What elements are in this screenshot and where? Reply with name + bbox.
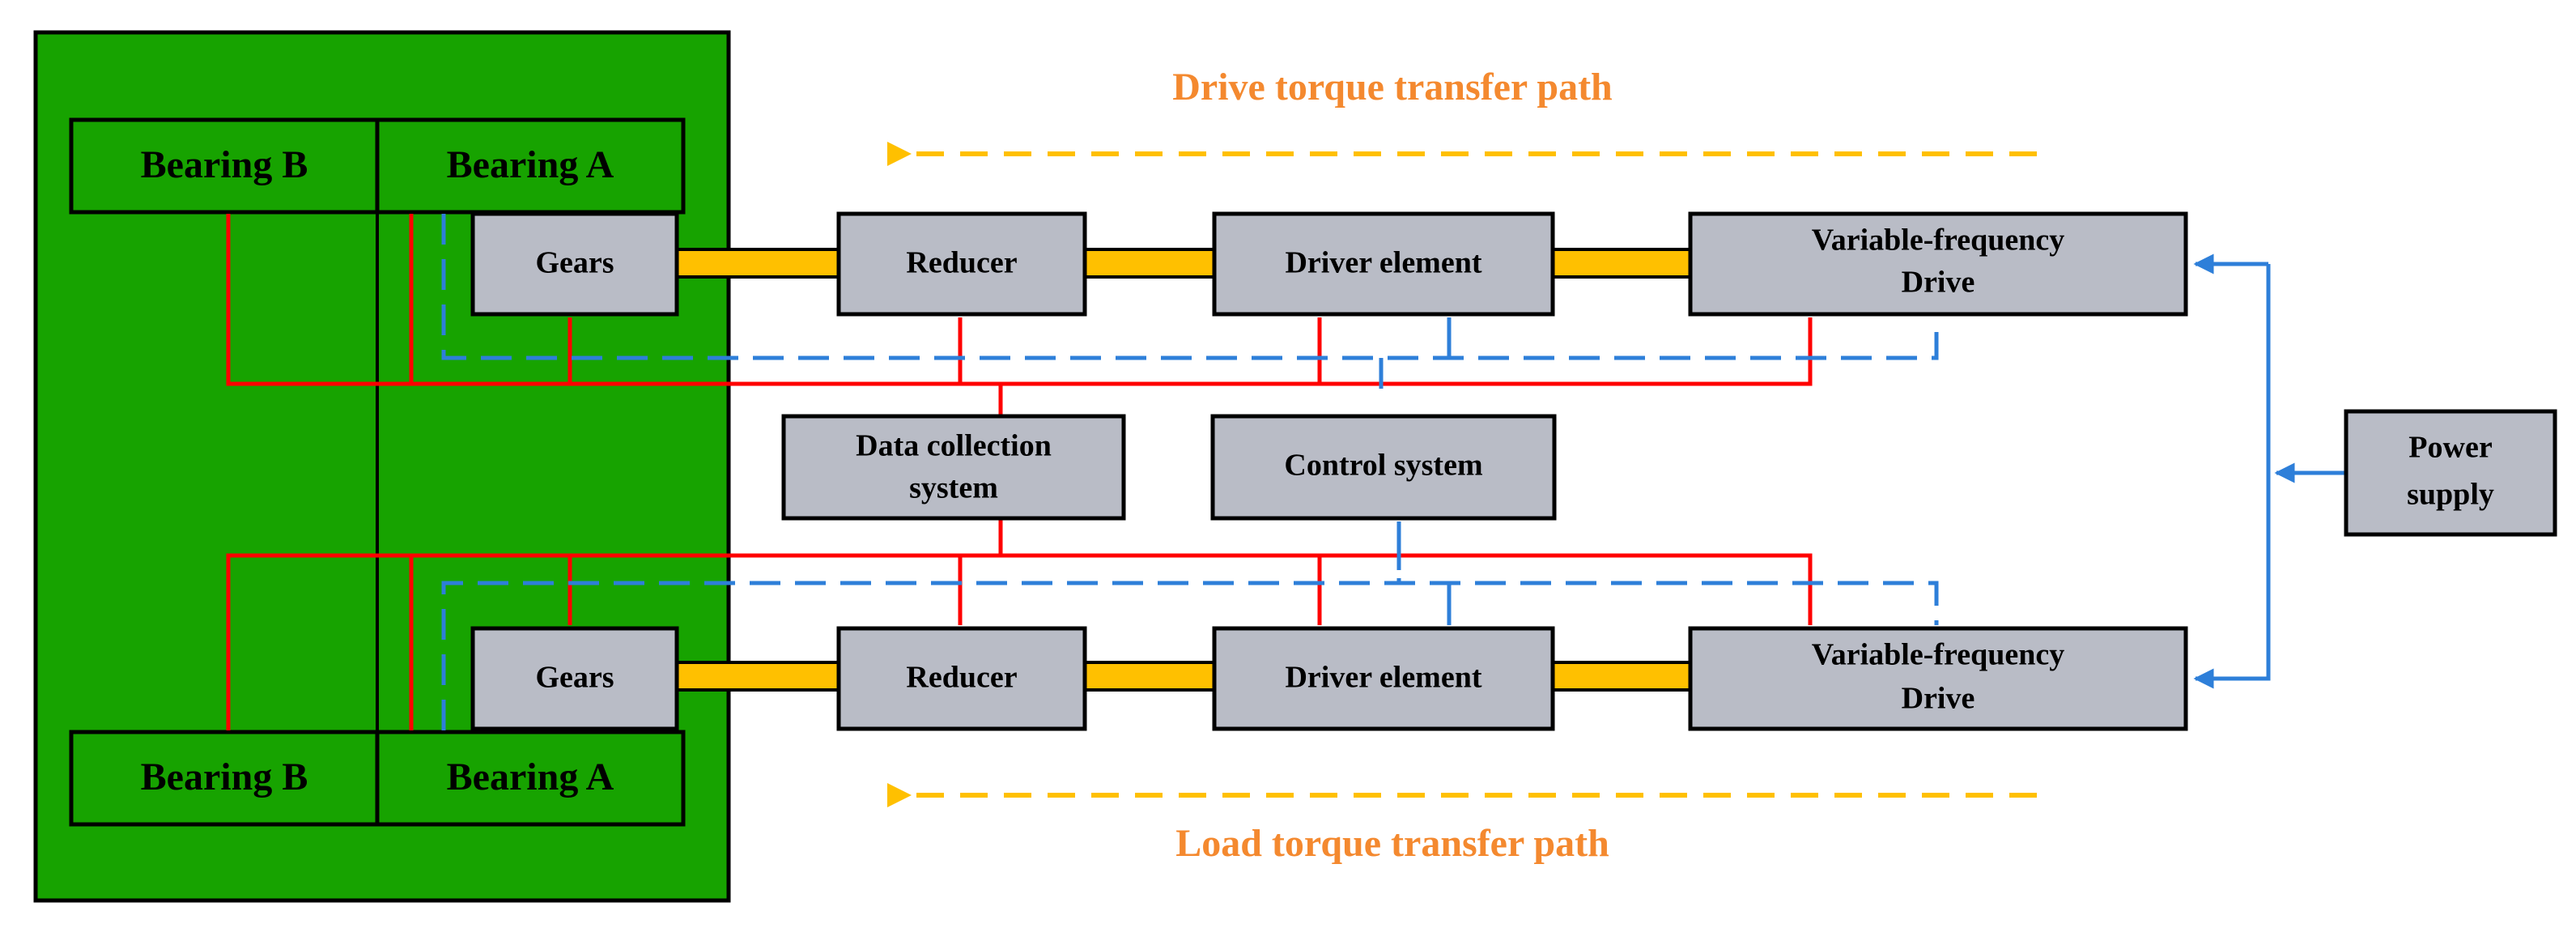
drive-torque-path-label: Drive torque transfer path: [1172, 66, 1613, 109]
data-collection-label-line2: system: [909, 471, 998, 505]
power-supply-label-line2: supply: [2407, 478, 2494, 512]
driver-element-bottom-label: Driver element: [1285, 661, 1481, 695]
data-collection-label-line1: Data collection: [856, 429, 1052, 463]
power-supply-lines: [2193, 253, 2344, 689]
gears-top-box: [470, 211, 679, 317]
vfd-bottom-label-line1: Variable-frequency: [1812, 638, 2064, 672]
bearing-a-bottom-box: [375, 730, 686, 827]
gears-bottom-box: [470, 626, 679, 731]
vfd-top-box: [1688, 211, 2188, 317]
blue-control-lines: [441, 214, 1939, 730]
bearing-b-top-label: Bearing B: [141, 143, 308, 186]
red-sensor-lines: [226, 214, 1813, 730]
bearing-a-bottom-label: Bearing A: [447, 756, 614, 798]
load-torque-path-label: Load torque transfer path: [1175, 822, 1609, 865]
bearing-a-top-label: Bearing A: [447, 143, 614, 186]
control-system-label: Control system: [1284, 449, 1482, 483]
vfd-top-label-line2: Drive: [1902, 266, 1975, 300]
power-supply-box: [2344, 409, 2557, 537]
driver-element-top-box: [1212, 211, 1555, 317]
bearing-b-bottom-label: Bearing B: [141, 756, 308, 798]
power-supply-label-line1: Power: [2408, 431, 2493, 465]
control-system-box: [1210, 414, 1557, 521]
gears-bottom-label: Gears: [535, 661, 614, 695]
vfd-bottom-box: [1688, 626, 2188, 731]
gears-top-label: Gears: [535, 246, 614, 280]
reducer-top-box: [836, 211, 1087, 317]
driver-element-bottom-box: [1212, 626, 1555, 731]
reducer-bottom-box: [836, 626, 1087, 731]
vfd-top-label-line1: Variable-frequency: [1812, 223, 2064, 258]
driver-element-top-label: Driver element: [1285, 246, 1481, 280]
bearing-b-top-box: [69, 117, 380, 215]
data-collection-box: [781, 414, 1126, 521]
reducer-bottom-label: Reducer: [906, 661, 1017, 695]
vfd-bottom-label-line2: Drive: [1902, 682, 1975, 716]
reducer-top-label: Reducer: [906, 246, 1017, 280]
